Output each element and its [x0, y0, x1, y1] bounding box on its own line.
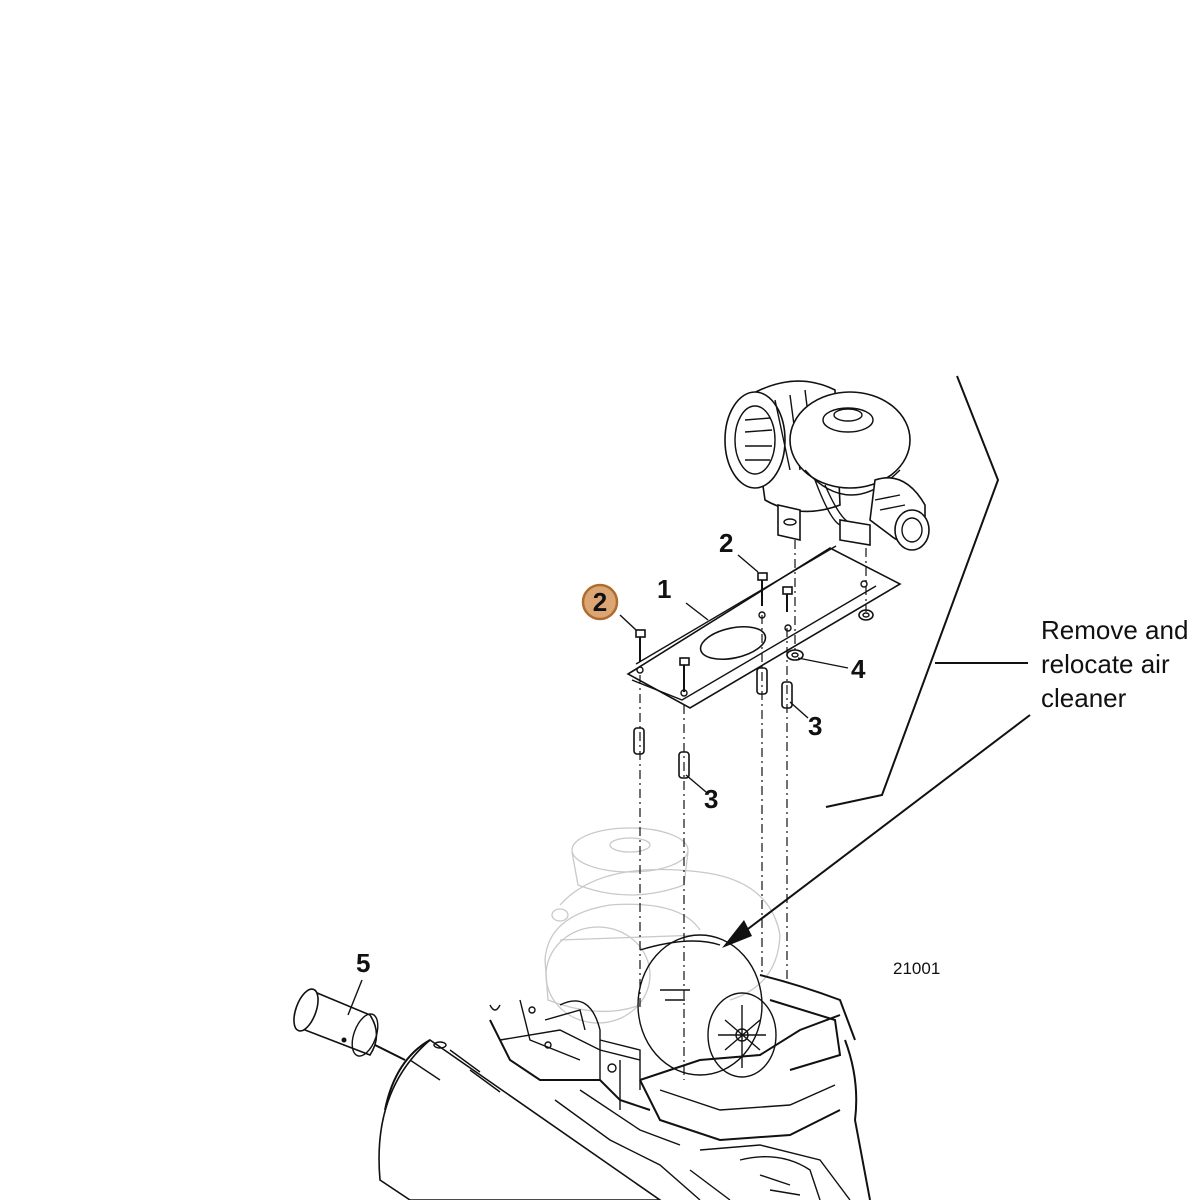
callout-2-highlighted[interactable]: 2	[581, 583, 619, 621]
ghost-original-air-cleaner	[544, 827, 781, 1024]
note-remove-relocate: Remove and relocate air cleaner	[1041, 615, 1188, 713]
note-line-3: cleaner	[1041, 683, 1127, 713]
callout-1: 1	[657, 574, 671, 604]
figure-number: 21001	[893, 959, 940, 978]
callout-3-lower: 3	[704, 784, 718, 814]
callout-2-highlighted-label: 2	[593, 587, 607, 617]
bolts	[635, 572, 793, 692]
callout-4: 4	[851, 654, 866, 684]
relocated-air-cleaner	[724, 380, 930, 551]
muffler	[374, 1038, 662, 1200]
highlight-circle	[581, 583, 619, 621]
arrow-head	[722, 920, 752, 948]
note-bracket	[722, 375, 1031, 948]
leader-lines	[347, 554, 849, 1016]
note-line-2: relocate air	[1041, 649, 1170, 679]
engine-assembly	[489, 934, 871, 1200]
mounting-plate	[626, 545, 902, 709]
note-line-1: Remove and	[1041, 615, 1188, 645]
callout-2-top: 2	[719, 528, 733, 558]
alignment-lines	[639, 540, 867, 1080]
callout-5: 5	[356, 948, 370, 978]
exhaust-deflector	[293, 988, 379, 1057]
callout-3-right: 3	[808, 711, 822, 741]
